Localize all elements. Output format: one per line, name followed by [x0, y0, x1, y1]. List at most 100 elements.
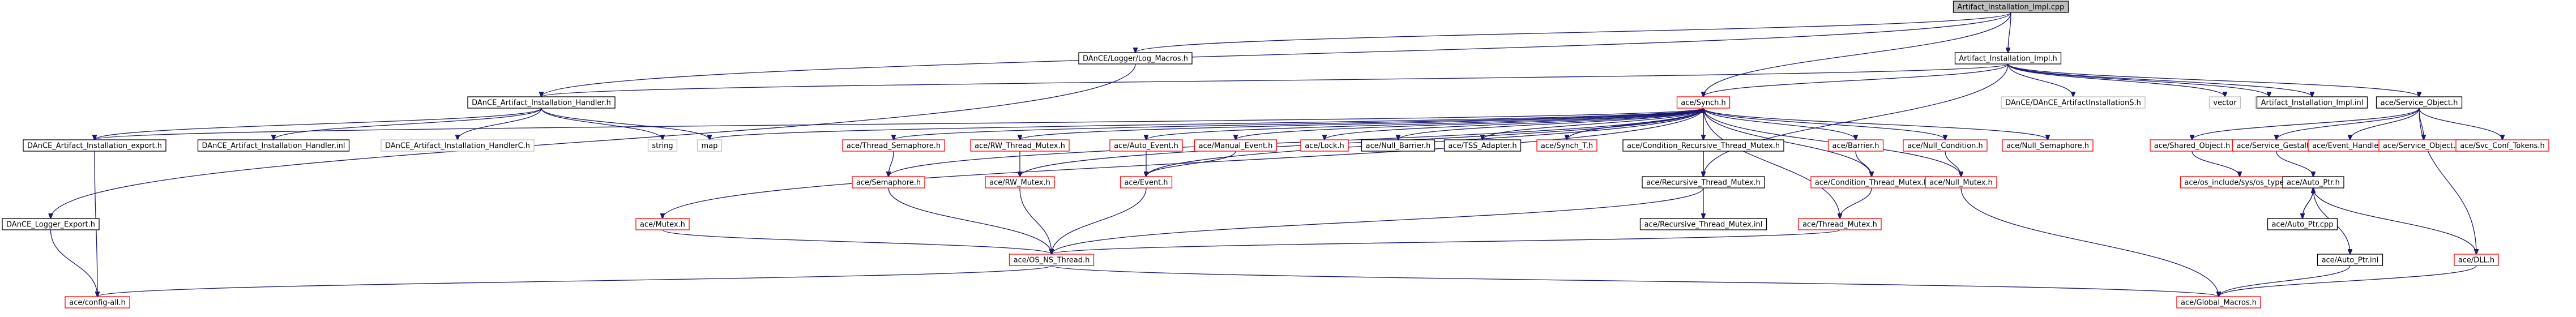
node-box [635, 218, 690, 230]
node-barrier-h[interactable]: ace/Barrier.h [1827, 139, 1884, 152]
edge-aimpl-h-to-vector [2007, 63, 2225, 97]
edge-svc-gestalt-to-auto-ptr-h [2276, 151, 2313, 177]
edge-null-cond-to-null-mutex [1945, 151, 1961, 177]
node-svcobj-h[interactable]: ace/Service_Object.h [2376, 96, 2463, 109]
node-cond-thr-mutex[interactable]: ace/Condition_Thread_Mutex.h [1810, 176, 1933, 189]
node-thr-sema[interactable]: ace/Thread_Semaphore.h [842, 139, 945, 152]
node-label: ace/Manual_Event.h [1199, 142, 1273, 151]
node-rw-thr-mutex[interactable]: ace/RW_Thread_Mutex.h [970, 139, 1070, 152]
edge [541, 63, 2009, 97]
edge [1960, 187, 2219, 297]
node-box [970, 139, 1070, 152]
node-svc-gestalt[interactable]: ace/Service_Gestalt.h [2232, 139, 2321, 152]
node-synch-h[interactable]: ace/Synch.h [1676, 96, 1731, 109]
node-box [467, 96, 616, 109]
node-ai-export[interactable]: DAnCE_Artifact_Installation_export.h [23, 139, 166, 152]
node-auto-ptr-h[interactable]: ace/Auto_Ptr.h [2282, 176, 2344, 189]
edge-aimpl-h-to-svcobj-h [2007, 63, 2419, 97]
edge-svcobj-h-to-svc-gestalt [2276, 108, 2420, 140]
node-auto-ptr-inl[interactable]: ace/Auto_Ptr.inl [2317, 254, 2383, 266]
node-box [1120, 176, 1173, 189]
node-event-handler[interactable]: ace/Event_Handler.h [2308, 139, 2393, 152]
node-cond-rec[interactable]: ace/Condition_Recursive_Thread_Mutex.h [1622, 139, 1784, 152]
node-box [1622, 139, 1784, 152]
edge-dll-h-to-global-macros [2219, 265, 2477, 297]
edge-svcobj-h-to-event-handler [2350, 108, 2420, 140]
node-box [2455, 139, 2549, 152]
node-null-barrier[interactable]: ace/Null_Barrier.h [1361, 139, 1436, 152]
edge-handler-h-to-handlerC [458, 108, 542, 140]
node-thr-mutex[interactable]: ace/Thread_Mutex.h [1798, 218, 1882, 230]
edge-synch-h-to-map [710, 108, 1704, 140]
edge [1325, 108, 1704, 140]
node-lock-h[interactable]: ace/Lock.h [1300, 139, 1349, 152]
edge-barrier-h-to-cond-thr-mutex [1855, 151, 1872, 177]
node-rec-mutex-inl[interactable]: ace/Recursive_Thread_Mutex.inl [1639, 218, 1767, 230]
node-box [647, 139, 678, 152]
node-tss-adapter[interactable]: ace/TSS_Adapter.h [1443, 139, 1522, 152]
node-label: ace/Service_Object.inl [2383, 142, 2464, 151]
node-rw-mutex[interactable]: ace/RW_Mutex.h [985, 176, 1055, 189]
node-handler-inl[interactable]: DAnCE_Artifact_Installation_Handler.inl [197, 139, 350, 152]
edge-handler-h-to-map [541, 108, 710, 140]
node-semaphore-h[interactable]: ace/Semaphore.h [852, 176, 925, 189]
edge-synch-h-to-lock-h [1325, 108, 1704, 140]
node-dll-h[interactable]: ace/DLL.h [2454, 254, 2499, 266]
edge-rec-mutex-to-os-ns-thread [1052, 187, 1704, 254]
node-os-types[interactable]: ace/os_include/sys/os_types.h [2180, 176, 2300, 189]
node-mutex-h[interactable]: ace/Mutex.h [635, 218, 690, 230]
node-label: ace/Semaphore.h [856, 179, 921, 187]
node-rec-mutex[interactable]: ace/Recursive_Thread_Mutex.h [1642, 176, 1765, 189]
node-box [1925, 176, 1997, 189]
edge [50, 229, 98, 297]
edge-synch-h-to-manual-event [1236, 108, 1704, 140]
node-dance-ais: DAnCE/DAnCE_ArtifactInstallationS.h [2001, 96, 2146, 109]
node-os-ns-thread[interactable]: ace/OS_NS_Thread.h [1009, 254, 1095, 266]
node-null-cond[interactable]: ace/Null_Condition.h [1903, 139, 1988, 152]
node-auto-ptr-cpp[interactable]: ace/Auto_Ptr.cpp [2267, 218, 2338, 230]
node-box [65, 296, 130, 309]
edge [1703, 108, 1856, 140]
node-logmacros[interactable]: DAnCE/Logger/Log_Macros.h [1078, 52, 1193, 65]
node-box [1903, 139, 1988, 152]
node-box [1642, 176, 1765, 189]
edge-root-to-logmacros [1135, 12, 2011, 53]
node-auto-event[interactable]: ace/Auto_Event.h [1109, 139, 1183, 152]
node-box [1109, 139, 1183, 152]
edge-rw-mutex-to-os-ns-thread [1019, 187, 1052, 254]
node-synch-t[interactable]: ace/Synch_T.h [1536, 139, 1597, 152]
edge [2302, 188, 2313, 219]
node-handler-h[interactable]: DAnCE_Artifact_Installation_Handler.h [467, 96, 616, 109]
node-handlerC: DAnCE_Artifact_Installation_HandlerC.h [381, 139, 535, 152]
node-config-all[interactable]: ace/config-all.h [65, 296, 130, 309]
node-aimpl-h[interactable]: Artifact_Installation_Impl.h [1954, 52, 2062, 65]
node-svc-conf-tokens[interactable]: ace/Svc_Conf_Tokens.h [2455, 139, 2549, 152]
node-label: string [652, 142, 673, 151]
edge [2219, 265, 2351, 297]
node-shared-obj[interactable]: ace/Shared_Object.h [2150, 139, 2235, 152]
node-logger-export[interactable]: DAnCE_Logger_Export.h [2, 218, 100, 230]
node-label: ace/Null_Semaphore.h [2006, 142, 2089, 151]
edge [2007, 63, 2312, 97]
edge-cond-thr-mutex-to-thr-mutex [1840, 187, 1872, 219]
node-global-macros[interactable]: ace/Global_Macros.h [2176, 296, 2261, 309]
node-svcobj-inl[interactable]: ace/Service_Object.inl [2378, 139, 2469, 152]
node-null-sema[interactable]: ace/Null_Semaphore.h [2002, 139, 2094, 152]
edge-os-ns-thread-to-global-macros [1051, 265, 2219, 297]
edge-semaphore-h-to-os-ns-thread [888, 187, 1052, 254]
edge [1703, 63, 2009, 177]
node-event-h[interactable]: ace/Event.h [1120, 176, 1173, 189]
node-null-mutex[interactable]: ace/Null_Mutex.h [1925, 176, 1997, 189]
node-label: ace/os_include/sys/os_types.h [2184, 179, 2295, 187]
node-label: ace/DLL.h [2458, 256, 2494, 265]
node-root: Artifact_Installation_Impl.cpp [1953, 1, 2069, 13]
edge [95, 108, 1704, 140]
node-box [2454, 254, 2499, 266]
node-aimpl-inl[interactable]: Artifact_Installation_Impl.inl [2256, 96, 2368, 109]
node-manual-event[interactable]: ace/Manual_Event.h [1194, 139, 1278, 152]
node-box [1536, 139, 1597, 152]
node-label: ace/Thread_Mutex.h [1802, 221, 1877, 229]
node-label: ace/Auto_Ptr.inl [2322, 256, 2379, 265]
edge-aimpl-h-to-aimpl-inl [2007, 63, 2312, 97]
edge-handler-h-to-string [541, 108, 663, 140]
